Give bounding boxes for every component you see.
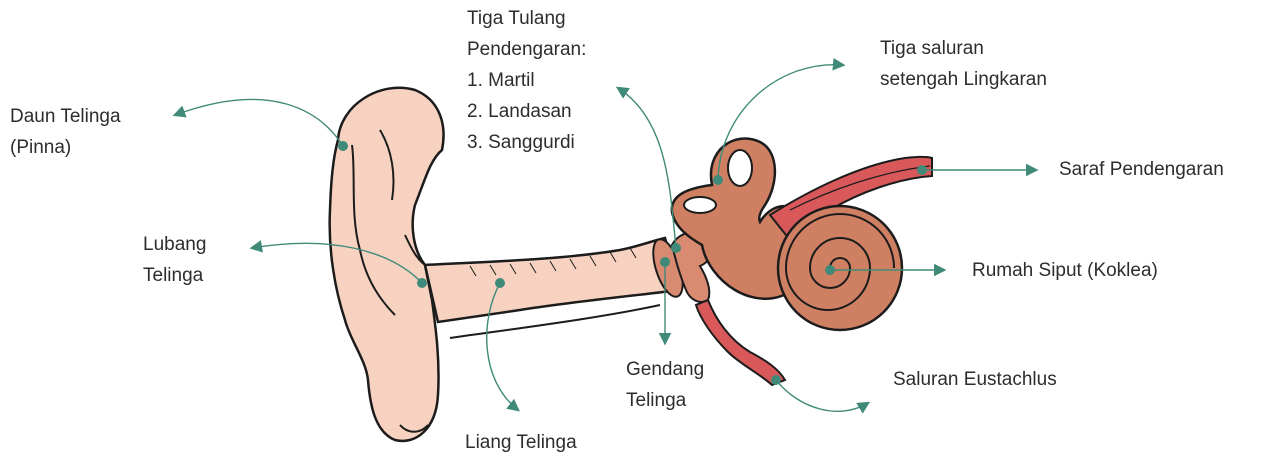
dot-saluran-eustachius — [771, 375, 781, 385]
eustachian-tube-shape — [696, 300, 785, 385]
label-rumah-siput: Rumah Siput (Koklea) — [972, 255, 1158, 286]
label-daun-telinga: Daun Telinga (Pinna) — [10, 101, 121, 163]
leader-saluran-eustachius — [776, 380, 868, 411]
label-tiga-tulang: Tiga Tulang Pendengaran: 1. Martil 2. La… — [467, 3, 586, 158]
dot-saraf — [917, 165, 927, 175]
dot-liang-telinga — [495, 278, 505, 288]
leader-lines — [175, 65, 1036, 412]
dot-rumah-siput — [825, 265, 835, 275]
label-liang-telinga: Liang Telinga — [465, 427, 577, 458]
dot-daun-telinga — [338, 141, 348, 151]
label-lubang-telinga-line2: Telinga — [143, 260, 206, 291]
label-tiga-tulang-line5: 3. Sanggurdi — [467, 127, 586, 158]
label-tiga-saluran-line1: Tiga saluran — [880, 33, 1047, 64]
label-tiga-tulang-line1: Tiga Tulang — [467, 3, 586, 34]
label-daun-telinga-line2: (Pinna) — [10, 132, 121, 163]
label-tiga-tulang-line2: Pendengaran: — [467, 34, 586, 65]
label-tiga-saluran: Tiga saluran setengah Lingkaran — [880, 33, 1047, 95]
dot-tiga-saluran — [713, 175, 723, 185]
label-tiga-tulang-line4: 2. Landasan — [467, 96, 586, 127]
leader-daun-telinga — [175, 99, 343, 146]
dot-tiga-tulang — [671, 243, 681, 253]
label-lubang-telinga-line1: Lubang — [143, 229, 206, 260]
dot-lubang-telinga — [417, 278, 427, 288]
label-saluran-eustachius: Saluran Eustachlus — [893, 364, 1057, 395]
label-tiga-saluran-line2: setengah Lingkaran — [880, 64, 1047, 95]
label-saraf-pendengaran: Saraf Pendengaran — [1059, 154, 1224, 185]
label-lubang-telinga: Lubang Telinga — [143, 229, 206, 291]
label-tiga-tulang-line3: 1. Martil — [467, 65, 586, 96]
label-gendang-telinga-line2: Telinga — [626, 385, 704, 416]
leader-tiga-tulang — [618, 88, 676, 248]
cochlea-shape — [778, 206, 902, 330]
label-gendang-telinga: Gendang Telinga — [626, 354, 704, 416]
label-gendang-telinga-line1: Gendang — [626, 354, 704, 385]
label-daun-telinga-line1: Daun Telinga — [10, 101, 121, 132]
dot-gendang-telinga — [660, 257, 670, 267]
canal-hole-1 — [728, 150, 752, 186]
canal-hole-2 — [684, 197, 716, 213]
